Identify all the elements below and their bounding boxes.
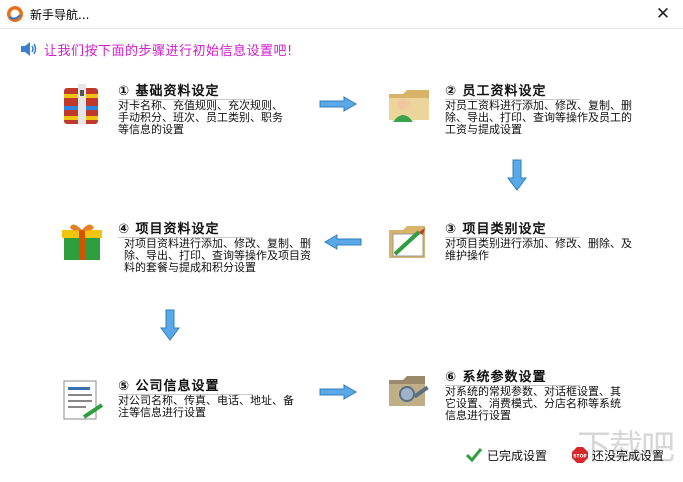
step-title[interactable]: ④ 项目资料设定	[118, 222, 220, 237]
archive-box-icon	[64, 84, 98, 124]
checkmark-icon	[466, 448, 482, 462]
step-title[interactable]: ⑥ 系统参数设置	[445, 370, 547, 385]
employee-folder-icon	[389, 90, 429, 122]
divider	[118, 99, 253, 100]
step-2-employee-data[interactable]: ② 员工资料设定 对员工资料进行添加、修改、复制、删除、导出、打印、查询等操作及…	[385, 80, 655, 140]
step-description: 对员工资料进行添加、修改、复制、删除、导出、打印、查询等操作及员工的工资与提成设…	[445, 99, 632, 136]
window-title: 新手导航...	[30, 8, 90, 22]
stop-sign-text: STOP	[573, 454, 587, 460]
divider	[118, 237, 253, 238]
arrow-right-icon	[319, 96, 357, 112]
stop-sign-icon: STOP	[572, 447, 588, 463]
not-done-button[interactable]: STOP 还没完成设置	[572, 446, 664, 464]
step-description: 对公司名称、传真、电话、地址、备注等信息进行设置	[118, 394, 294, 419]
divider	[445, 99, 580, 100]
step-6-system-params[interactable]: ⑥ 系统参数设置 对系统的常规参数、对话框设置、其它设置、消费模式、分店名称等系…	[385, 366, 655, 426]
tools-folder-icon	[389, 376, 429, 406]
step-title[interactable]: ② 员工资料设定	[445, 84, 547, 99]
app-logo-icon	[7, 6, 23, 22]
step-4-project-data[interactable]: ④ 项目资料设定 对项目资料进行添加、修改、复制、删除、导出、打印、查询等操作及…	[58, 218, 318, 280]
step-3-project-category[interactable]: ③ 项目类别设定 对项目类别进行添加、修改、删除、及维护操作	[385, 218, 655, 268]
document-edit-icon	[63, 380, 104, 420]
divider	[445, 385, 580, 386]
step-description: 对项目类别进行添加、修改、删除、及维护操作	[445, 237, 632, 262]
step-title[interactable]: ① 基础资料设定	[118, 84, 220, 99]
hint-row: 让我们按下面的步骤进行初始信息设置吧!	[20, 40, 293, 59]
step-description: 对卡名称、充值规则、充次规则、手动积分、班次、员工类别、职务等信息的设置	[118, 99, 283, 136]
watermark: 下载吧	[577, 428, 675, 468]
arrow-down-icon	[507, 159, 527, 191]
gift-box-icon	[62, 224, 102, 260]
arrow-left-icon	[324, 234, 362, 250]
arrow-right-icon	[319, 384, 357, 400]
title-bar: 新手导航... ✕	[0, 0, 683, 29]
done-label: 已完成设置	[487, 448, 548, 463]
not-done-label: 还没完成设置	[592, 448, 665, 463]
step-5-company-info[interactable]: ⑤ 公司信息设置 对公司名称、传真、电话、地址、备注等信息进行设置	[58, 375, 298, 430]
done-button[interactable]: 已完成设置	[466, 446, 547, 464]
hint-text: 让我们按下面的步骤进行初始信息设置吧!	[44, 43, 293, 59]
step-title[interactable]: ⑤ 公司信息设置	[118, 379, 220, 394]
step-description: 对系统的常规参数、对话框设置、其它设置、消费模式、分店名称等系统信息进行设置	[445, 385, 621, 422]
step-title[interactable]: ③ 项目类别设定	[445, 222, 547, 237]
step-1-basic-data[interactable]: ① 基础资料设定 对卡名称、充值规则、充次规则、手动积分、班次、员工类别、职务等…	[58, 80, 298, 140]
speaker-icon	[21, 42, 37, 56]
folder-edit-icon	[389, 226, 425, 258]
close-button[interactable]: ✕	[643, 0, 683, 28]
divider	[445, 237, 580, 238]
step-description: 对项目资料进行添加、修改、复制、删除、导出、打印、查询等操作及项目资料的套餐与提…	[124, 237, 311, 274]
arrow-down-icon	[160, 309, 180, 341]
close-icon[interactable]: ✕	[655, 4, 671, 24]
divider	[118, 394, 253, 395]
